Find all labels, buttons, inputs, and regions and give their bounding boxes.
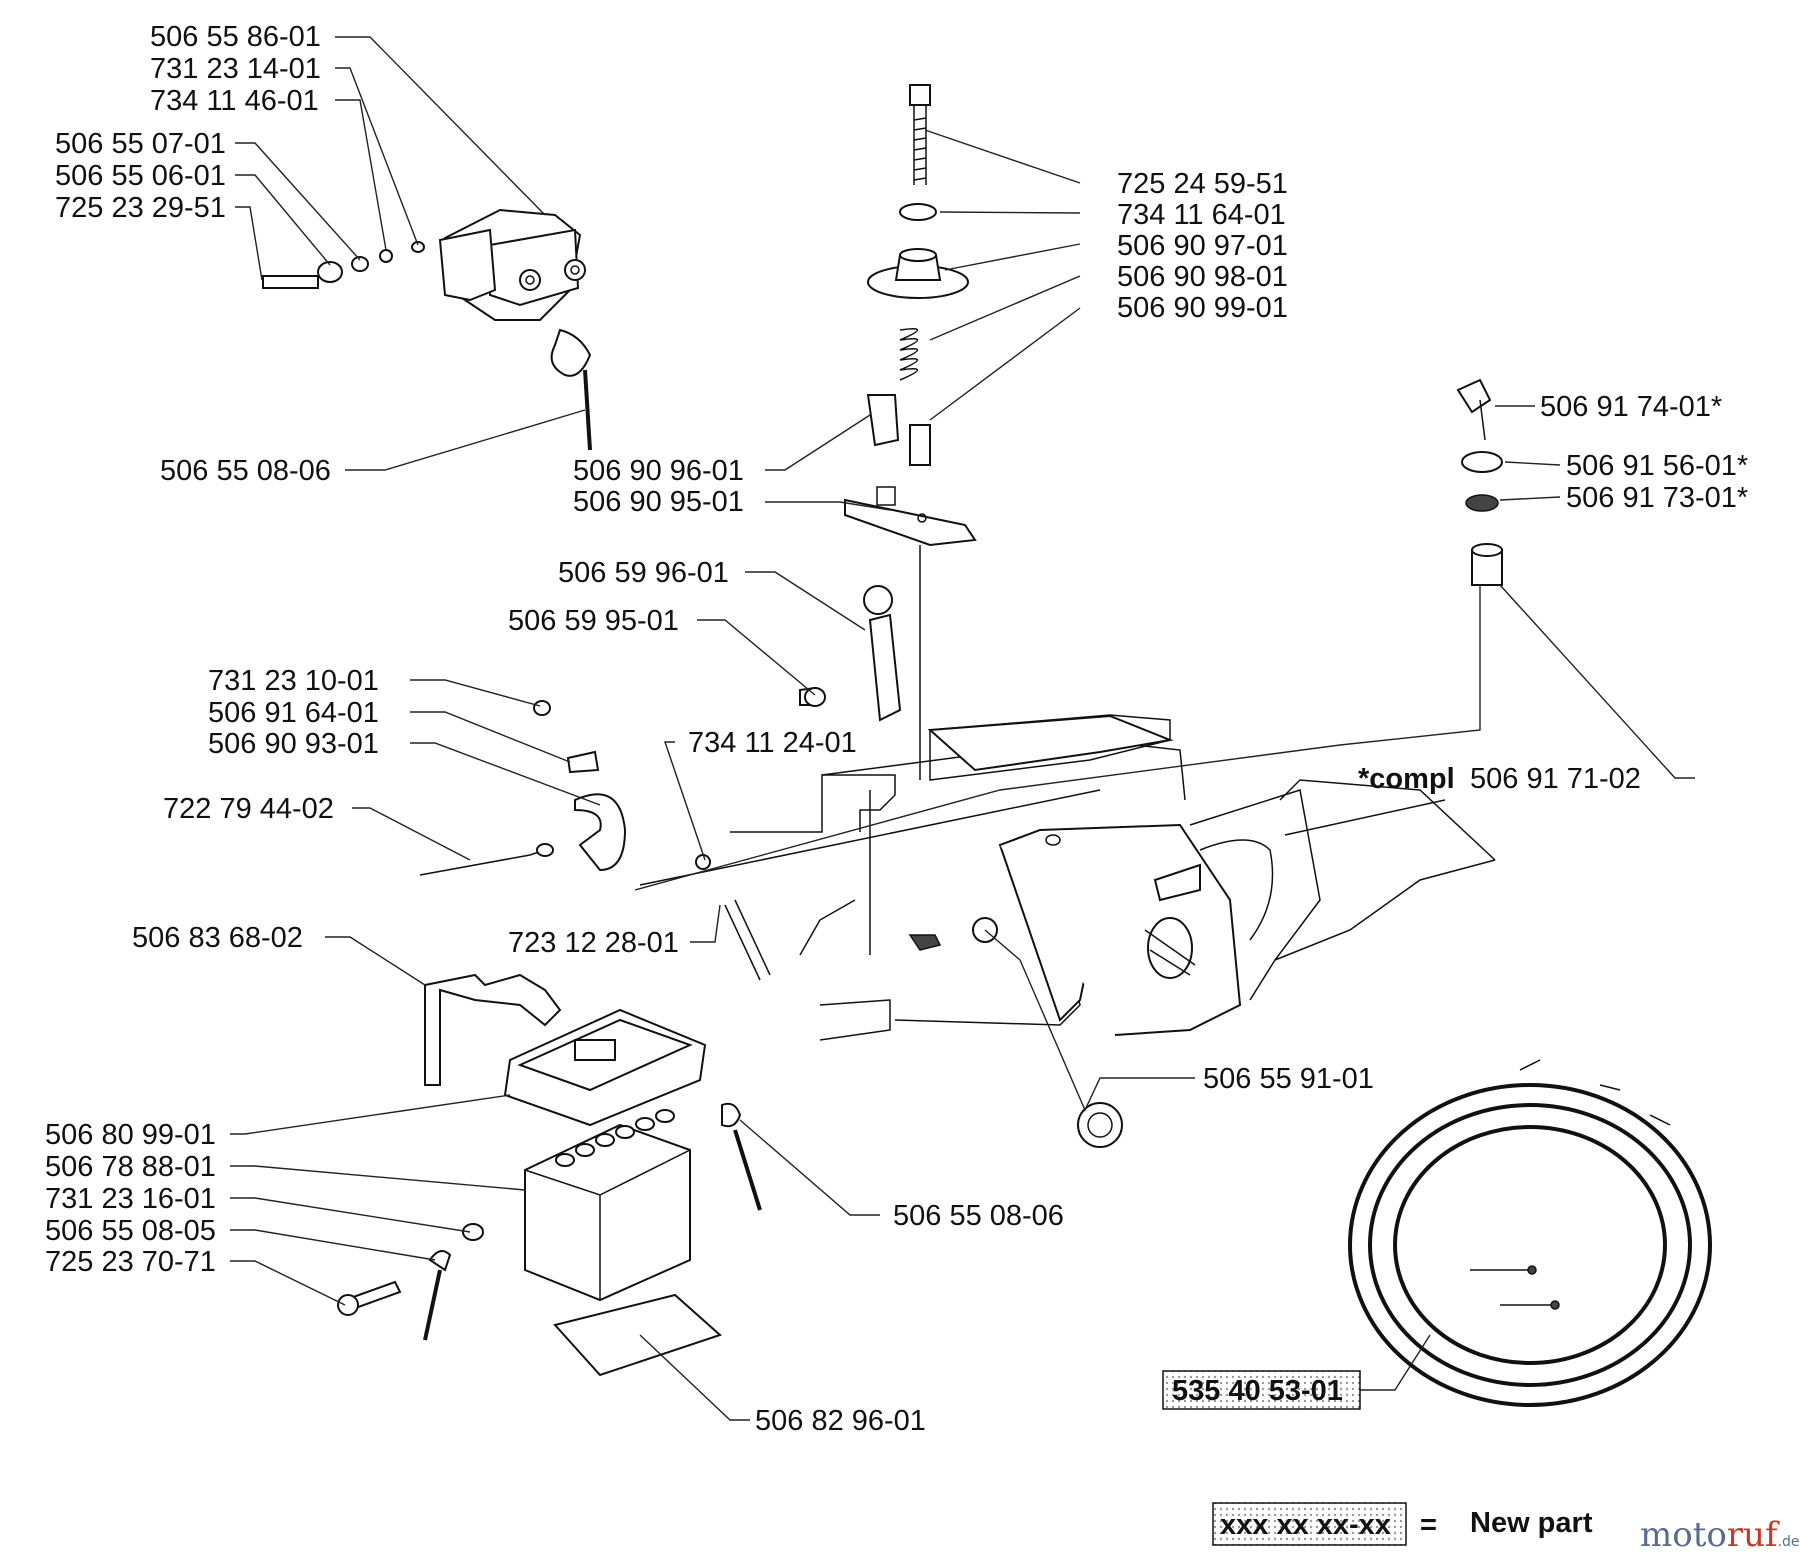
label-725-23-70-71: 725 23 70-71	[45, 1246, 216, 1278]
watermark-logo: motoruf.de	[1640, 1515, 1800, 1555]
label-506-59-96-01: 506 59 96-01	[558, 557, 729, 589]
bracket-drawing	[419, 700, 1101, 981]
legend-equals: =	[1420, 1509, 1437, 1541]
solenoid-drawing	[262, 208, 592, 451]
label-506-59-95-01: 506 59 95-01	[508, 605, 679, 637]
label-506-55-06-01: 506 55 06-01	[55, 160, 226, 192]
label-506-55-08-06-bottom: 506 55 08-06	[893, 1200, 1064, 1232]
label-725-23-29-51: 725 23 29-51	[55, 192, 226, 224]
label-506-80-99-01: 506 80 99-01	[45, 1119, 216, 1151]
label-506-90-96-01: 506 90 96-01	[573, 455, 744, 487]
label-compl-prefix: *compl	[1358, 763, 1455, 795]
wiring-harness-drawing	[1348, 1059, 1712, 1407]
label-506-90-95-01: 506 90 95-01	[573, 486, 744, 518]
legend-sample-box	[1212, 1502, 1407, 1546]
label-725-24-59-51: 725 24 59-51	[1117, 168, 1288, 200]
leader-lines	[230, 36, 1695, 1421]
label-535-40-53-01: 535 40 53-01	[1172, 1375, 1343, 1407]
label-506-55-08-05: 506 55 08-05	[45, 1215, 216, 1247]
label-734-11-64-01: 734 11 64-01	[1117, 199, 1286, 231]
label-506-91-71-02: 506 91 71-02	[1470, 763, 1641, 795]
label-722-79-44-02: 722 79 44-02	[163, 793, 334, 825]
label-506-91-74-01: 506 91 74-01*	[1540, 391, 1722, 423]
part-labels: 506 55 86-01 731 23 14-01 734 11 46-01 5…	[45, 21, 1748, 1437]
label-506-90-98-01: 506 90 98-01	[1117, 261, 1288, 293]
label-506-90-93-01: 506 90 93-01	[208, 728, 379, 760]
label-506-90-99-01: 506 90 99-01	[1117, 292, 1288, 324]
battery-drawing	[337, 973, 1123, 1377]
label-731-23-14-01: 731 23 14-01	[150, 53, 321, 85]
label-734-11-24-01: 734 11 24-01	[688, 727, 857, 759]
label-506-91-56-01: 506 91 56-01*	[1566, 450, 1748, 482]
chassis-drawing	[730, 714, 1496, 1041]
label-731-23-16-01: 731 23 16-01	[45, 1183, 216, 1215]
legend-sample: xxx xx xx-xx	[1220, 1509, 1391, 1541]
label-734-11-46-01: 734 11 46-01	[150, 85, 319, 117]
label-506-83-68-02: 506 83 68-02	[132, 922, 303, 954]
label-506-55-08-06-top: 506 55 08-06	[160, 455, 331, 487]
label-506-82-96-01: 506 82 96-01	[755, 1405, 926, 1437]
label-506-55-07-01: 506 55 07-01	[55, 128, 226, 160]
label-506-90-97-01: 506 90 97-01	[1117, 230, 1288, 262]
lever-drawing	[799, 84, 977, 780]
label-506-55-86-01: 506 55 86-01	[150, 21, 321, 53]
legend: xxx xx xx-xx = New part	[1212, 1502, 1593, 1546]
label-506-91-64-01: 506 91 64-01	[208, 697, 379, 729]
label-731-23-10-01: 731 23 10-01	[208, 665, 379, 697]
watermark-text: motoruf.de	[1640, 1515, 1800, 1555]
label-506-78-88-01: 506 78 88-01	[45, 1151, 216, 1183]
label-506-55-91-01: 506 55 91-01	[1203, 1063, 1374, 1095]
label-506-91-73-01: 506 91 73-01*	[1566, 482, 1748, 514]
new-part-box	[1162, 1370, 1361, 1410]
key-switch-drawing	[1456, 378, 1503, 586]
legend-text: New part	[1470, 1507, 1593, 1539]
label-723-12-28-01: 723 12 28-01	[508, 927, 679, 959]
